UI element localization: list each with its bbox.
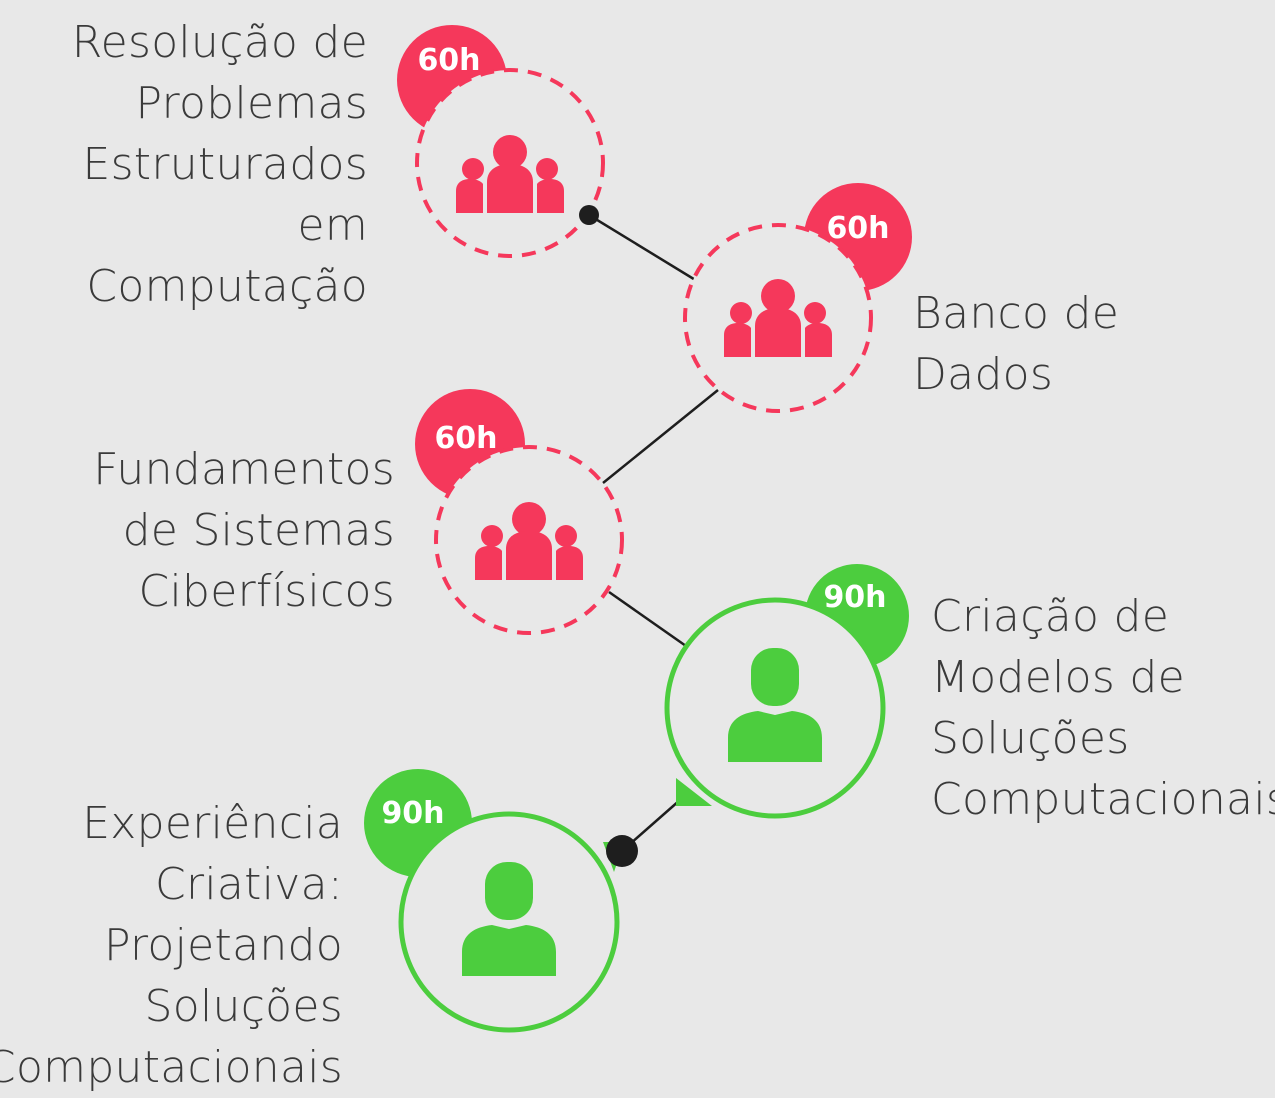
course-node: 90h — [364, 769, 624, 1033]
course-title: Resolução de Problemas Estruturados em C… — [71, 17, 368, 312]
course-title: Criação de Modelos de Soluções Computaci… — [931, 591, 1275, 825]
course-node: 60h — [683, 183, 912, 413]
callout-tail — [676, 778, 712, 806]
hours-label: 60h — [417, 43, 480, 78]
hours-label: 60h — [434, 421, 497, 456]
hours-label: 60h — [826, 211, 889, 246]
course-title: Banco de Dados — [913, 288, 1120, 400]
course-node: 60h — [415, 389, 624, 635]
course-title: Fundamentos de Sistemas Ciberfísicos — [93, 444, 395, 617]
hours-label: 90h — [823, 580, 886, 615]
hours-label: 90h — [381, 796, 444, 831]
connector-dot — [606, 835, 638, 867]
connector-line — [608, 590, 687, 648]
node-ring — [398, 811, 620, 1033]
connector-dot — [579, 205, 599, 225]
node-ring — [664, 597, 886, 819]
course-node: 90h — [664, 564, 909, 819]
course-node: 60h — [397, 25, 605, 258]
course-title: Experiência Criativa: Projetando Soluçõe… — [0, 798, 343, 1093]
connector-line — [602, 389, 719, 484]
connector-line — [588, 213, 698, 283]
